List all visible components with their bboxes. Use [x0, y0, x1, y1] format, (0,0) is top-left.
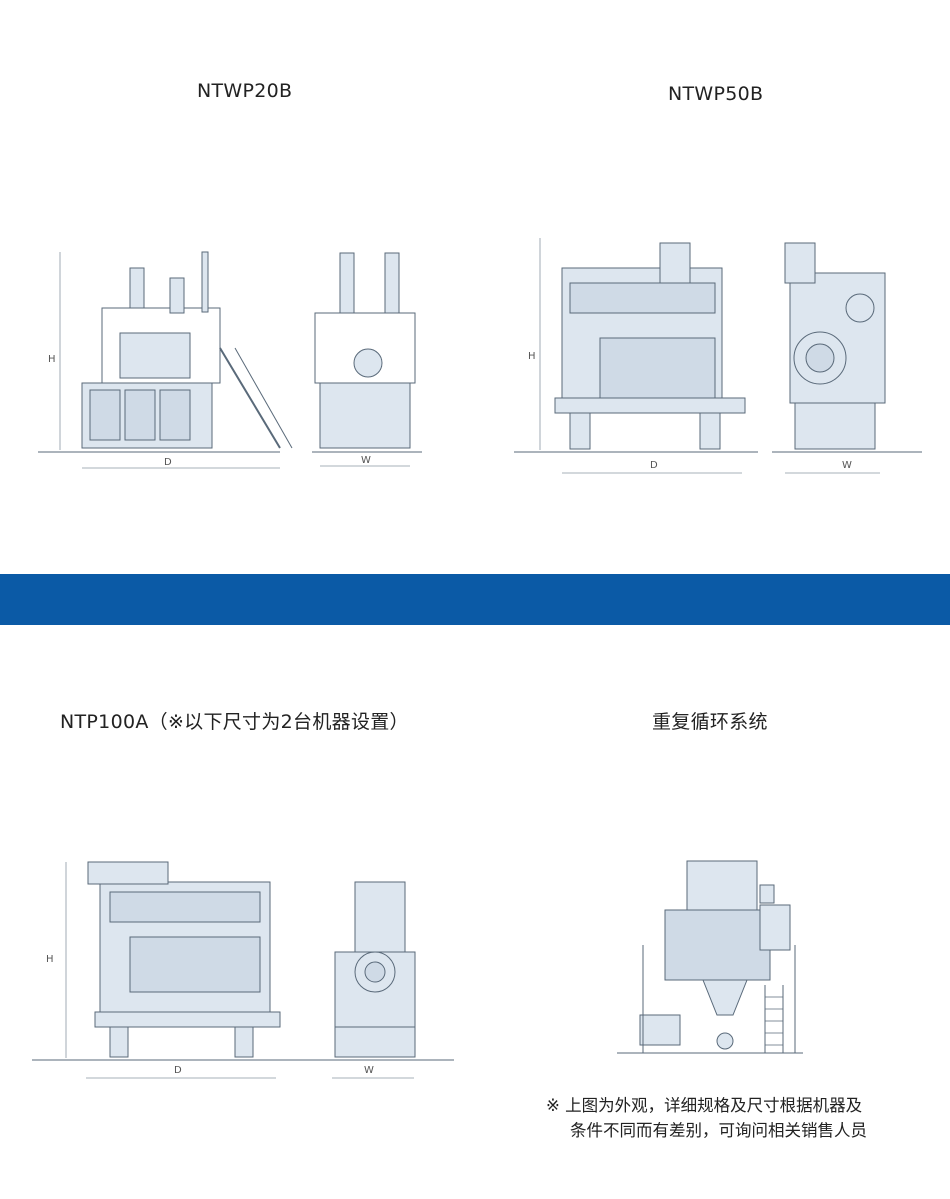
ntwp20b-title: NTWP20B [197, 80, 293, 102]
ntp100a-title: NTP100A（※以下尺寸为2台机器设置） [60, 711, 409, 733]
ntwp20b-h-label: H [48, 354, 56, 365]
ntwp50b-drawing: H D W [510, 228, 930, 476]
ntwp50b-w-label: W [842, 460, 852, 471]
section-divider-band [0, 574, 950, 625]
ntwp50b-d-label: D [650, 460, 658, 471]
note-line-2: 条件不同而有差别，可询问相关销售人员 [570, 1121, 867, 1140]
ntp100a-drawing: H D W [30, 852, 460, 1084]
ntp100a-h-label: H [46, 954, 54, 965]
ntwp20b-drawing: H D W [30, 238, 430, 478]
recycle-system-title: 重复循环系统 [652, 711, 768, 733]
ntwp50b-h-label: H [528, 351, 536, 362]
appearance-note: ※ 上图为外观，详细规格及尺寸根据机器及 条件不同而有差别，可询问相关销售人员 [546, 1093, 867, 1143]
ntwp20b-d-label: D [164, 457, 172, 468]
ntwp20b-w-label: W [361, 455, 371, 466]
recycle-system-drawing [615, 845, 805, 1055]
ntp100a-d-label: D [174, 1065, 182, 1076]
note-line-1: ※ 上图为外观，详细规格及尺寸根据机器及 [546, 1096, 863, 1115]
ntp100a-w-label: W [364, 1065, 374, 1076]
ntwp50b-title: NTWP50B [668, 83, 764, 105]
